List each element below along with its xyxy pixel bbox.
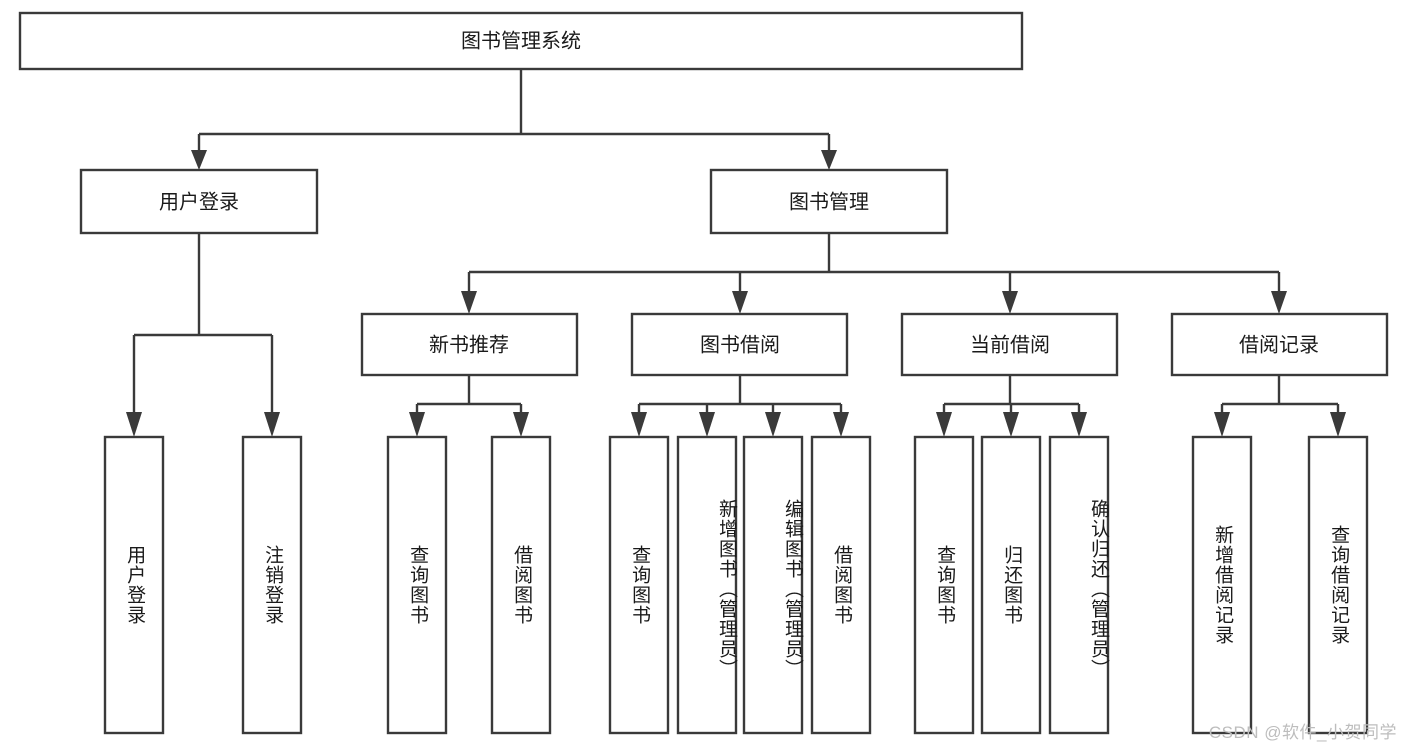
node-book-borrow-label: 图书借阅	[700, 333, 780, 356]
node-leaf-add-book[interactable]	[676, 435, 738, 735]
csdn-watermark: CSDN @软件_小贺同学	[1208, 723, 1397, 742]
arrow-head-leaf-edit-book	[765, 412, 781, 437]
node-leaf-edit-book[interactable]	[742, 435, 804, 735]
node-leaf-query-book-2[interactable]	[608, 435, 670, 735]
node-leaf-query-book-3[interactable]	[913, 435, 975, 735]
node-leaf-borrow-book-2[interactable]	[810, 435, 872, 735]
node-book-borrow[interactable]	[630, 312, 849, 377]
node-leaf-return-book[interactable]	[980, 435, 1042, 735]
arrow-head-leaf-query-book-3	[936, 412, 952, 437]
node-layer: 图书管理系统 用户登录 图书管理 新书推荐 图书借阅 当前借阅 借阅记录	[18, 11, 1389, 735]
arrow-head-leaf-query-book-1	[409, 412, 425, 437]
node-user-login-label: 用户登录	[159, 190, 239, 213]
node-leaf-query-record[interactable]	[1307, 435, 1369, 735]
node-leaf-confirm-return[interactable]	[1048, 435, 1110, 735]
node-leaf-borrow-book-1[interactable]	[490, 435, 552, 735]
arrow-head-book-borrow	[732, 291, 748, 314]
arrow-head-book-manage	[821, 150, 837, 170]
arrow-head-borrow-record	[1271, 291, 1287, 314]
node-current-borrow-label: 当前借阅	[970, 333, 1050, 356]
node-user-login[interactable]	[79, 168, 319, 235]
node-leaf-add-record[interactable]	[1191, 435, 1253, 735]
arrow-head-leaf-query-record	[1330, 412, 1346, 437]
node-borrow-record-label: 借阅记录	[1239, 333, 1319, 356]
node-borrow-record[interactable]	[1170, 312, 1389, 377]
arrow-head-leaf-confirm-return	[1071, 412, 1087, 437]
arrow-head-leaf-query-book-2	[631, 412, 647, 437]
node-new-book-recommend-label: 新书推荐	[429, 333, 509, 356]
arrow-head-leaf-logout-login	[264, 412, 280, 437]
node-new-book-recommend[interactable]	[360, 312, 579, 377]
arrow-head-leaf-add-record	[1214, 412, 1230, 437]
node-root[interactable]	[18, 11, 1024, 71]
arrow-head-user-login	[191, 150, 207, 170]
node-leaf-query-book-1[interactable]	[386, 435, 448, 735]
arrow-head-leaf-user-login	[126, 412, 142, 437]
node-current-borrow[interactable]	[900, 312, 1119, 377]
arrow-head-leaf-borrow-book-1	[513, 412, 529, 437]
node-book-manage-label: 图书管理	[789, 190, 869, 213]
arrow-head-leaf-return-book	[1003, 412, 1019, 437]
node-root-label: 图书管理系统	[461, 29, 581, 52]
node-book-manage[interactable]	[709, 168, 949, 235]
arrow-head-leaf-borrow-book-2	[833, 412, 849, 437]
arrow-head-current-borrow	[1002, 291, 1018, 314]
arrow-head-leaf-add-book	[699, 412, 715, 437]
node-leaf-logout-login[interactable]	[241, 435, 303, 735]
node-leaf-user-login[interactable]	[103, 435, 165, 735]
connector-layer	[126, 69, 1346, 437]
arrow-head-new-book-recommend	[461, 291, 477, 314]
